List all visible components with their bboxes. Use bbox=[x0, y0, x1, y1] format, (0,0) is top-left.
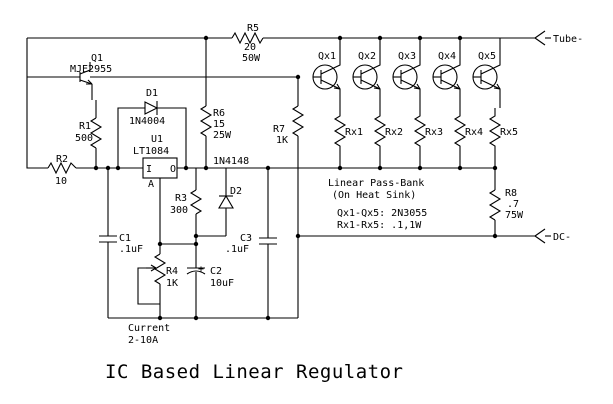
pass-transistor-label: Qx3 bbox=[398, 51, 416, 62]
pass-transistor-label: Qx1 bbox=[318, 51, 336, 62]
pass-bank-note-r: Rx1-Rx5: .1,1W bbox=[337, 220, 422, 231]
pass-bank-resistors: Rx1 Rx2 Rx3 Rx4 Rx5 bbox=[333, 108, 518, 168]
q1-transistor bbox=[79, 64, 93, 100]
pass-resistor-label: Rx4 bbox=[465, 127, 483, 138]
pass-bank-subtitle: (On Heat Sink) bbox=[332, 190, 416, 201]
c2-ref: C2 bbox=[210, 266, 222, 277]
pass-resistor-1: Rx1 bbox=[333, 108, 363, 168]
pass-bank-transistors: Qx1 Qx2 Qx3 Qx4 Qx5 bbox=[312, 38, 501, 108]
pass-transistor-label: Qx2 bbox=[358, 51, 376, 62]
u1-pin-a: A bbox=[148, 179, 154, 190]
d2-part: 1N4148 bbox=[213, 156, 249, 167]
r6-rating: 25W bbox=[213, 130, 232, 141]
u1-pin-i: I bbox=[146, 164, 152, 175]
pass-transistor-3: Qx3 bbox=[392, 38, 421, 108]
pass-bank-note-q: Qx1-Qx5: 2N3055 bbox=[337, 208, 427, 219]
pass-resistor-label: Rx2 bbox=[385, 127, 403, 138]
pass-transistor-label: Qx4 bbox=[438, 51, 456, 62]
pass-resistor-2: Rx2 bbox=[373, 108, 403, 168]
pass-resistor-3: Rx3 bbox=[413, 108, 443, 168]
r6-value: 15 bbox=[213, 119, 225, 130]
r4-value: 1K bbox=[166, 278, 178, 289]
pass-transistor-label: Qx5 bbox=[478, 51, 496, 62]
pass-transistor-5: Qx5 bbox=[472, 38, 501, 108]
u1-ref: U1 bbox=[151, 134, 163, 145]
r5-ref: R5 bbox=[247, 23, 259, 34]
d2-ref: D2 bbox=[230, 186, 242, 197]
pass-transistor-4: Qx4 bbox=[432, 38, 461, 108]
pass-resistor-4: Rx4 bbox=[453, 108, 483, 168]
pass-resistor-5: Rx5 bbox=[488, 108, 518, 168]
current-label: Current bbox=[128, 323, 170, 334]
r2-ref: R2 bbox=[56, 154, 68, 165]
r4-ref: R4 bbox=[166, 266, 178, 277]
r3-value: 300 bbox=[170, 205, 188, 216]
d1-ref: D1 bbox=[146, 88, 158, 99]
pass-resistor-label: Rx1 bbox=[345, 127, 363, 138]
r1-value: 500 bbox=[75, 133, 93, 144]
c2-value: 10uF bbox=[210, 278, 234, 289]
q1-ref: Q1 bbox=[91, 53, 103, 64]
pass-resistor-label: Rx3 bbox=[425, 127, 443, 138]
c1-ref: C1 bbox=[119, 233, 131, 244]
pass-transistor-1: Qx1 bbox=[312, 38, 341, 108]
u1-part: LT1084 bbox=[133, 146, 169, 157]
q1-part: MJE2955 bbox=[70, 64, 112, 75]
pass-bank-title: Linear Pass-Bank bbox=[328, 178, 424, 189]
r8-rating: 75W bbox=[505, 210, 524, 221]
pass-resistor-label: Rx5 bbox=[500, 127, 518, 138]
c3-ref: C3 bbox=[240, 233, 252, 244]
r5-value: 20 bbox=[244, 42, 256, 53]
d2-diode bbox=[218, 194, 234, 209]
r8-value: .7 bbox=[507, 199, 519, 210]
c3-value: .1uF bbox=[225, 244, 249, 255]
r2-value: 10 bbox=[55, 176, 67, 187]
c2-polarity: + bbox=[198, 264, 204, 275]
top-rail bbox=[27, 30, 551, 46]
u1-pin-o: O bbox=[170, 164, 176, 175]
diagram-title: IC Based Linear Regulator bbox=[105, 361, 403, 383]
r3-ref: R3 bbox=[175, 193, 187, 204]
d1-diode bbox=[144, 101, 159, 115]
current-range: 2-10A bbox=[128, 335, 158, 346]
r1-ref: R1 bbox=[79, 121, 91, 132]
c1-value: .1uF bbox=[119, 244, 143, 255]
pass-transistor-2: Qx2 bbox=[352, 38, 381, 108]
r7-value: 1K bbox=[276, 135, 288, 146]
r7-ref: R7 bbox=[273, 124, 285, 135]
r8-ref: R8 bbox=[505, 188, 517, 199]
r6-ref: R6 bbox=[213, 108, 225, 119]
d1-part: 1N4004 bbox=[129, 116, 165, 127]
dc-terminal-label: DC- bbox=[553, 232, 571, 243]
tube-terminal-label: Tube- bbox=[553, 34, 583, 45]
r5-rating: 50W bbox=[242, 53, 261, 64]
